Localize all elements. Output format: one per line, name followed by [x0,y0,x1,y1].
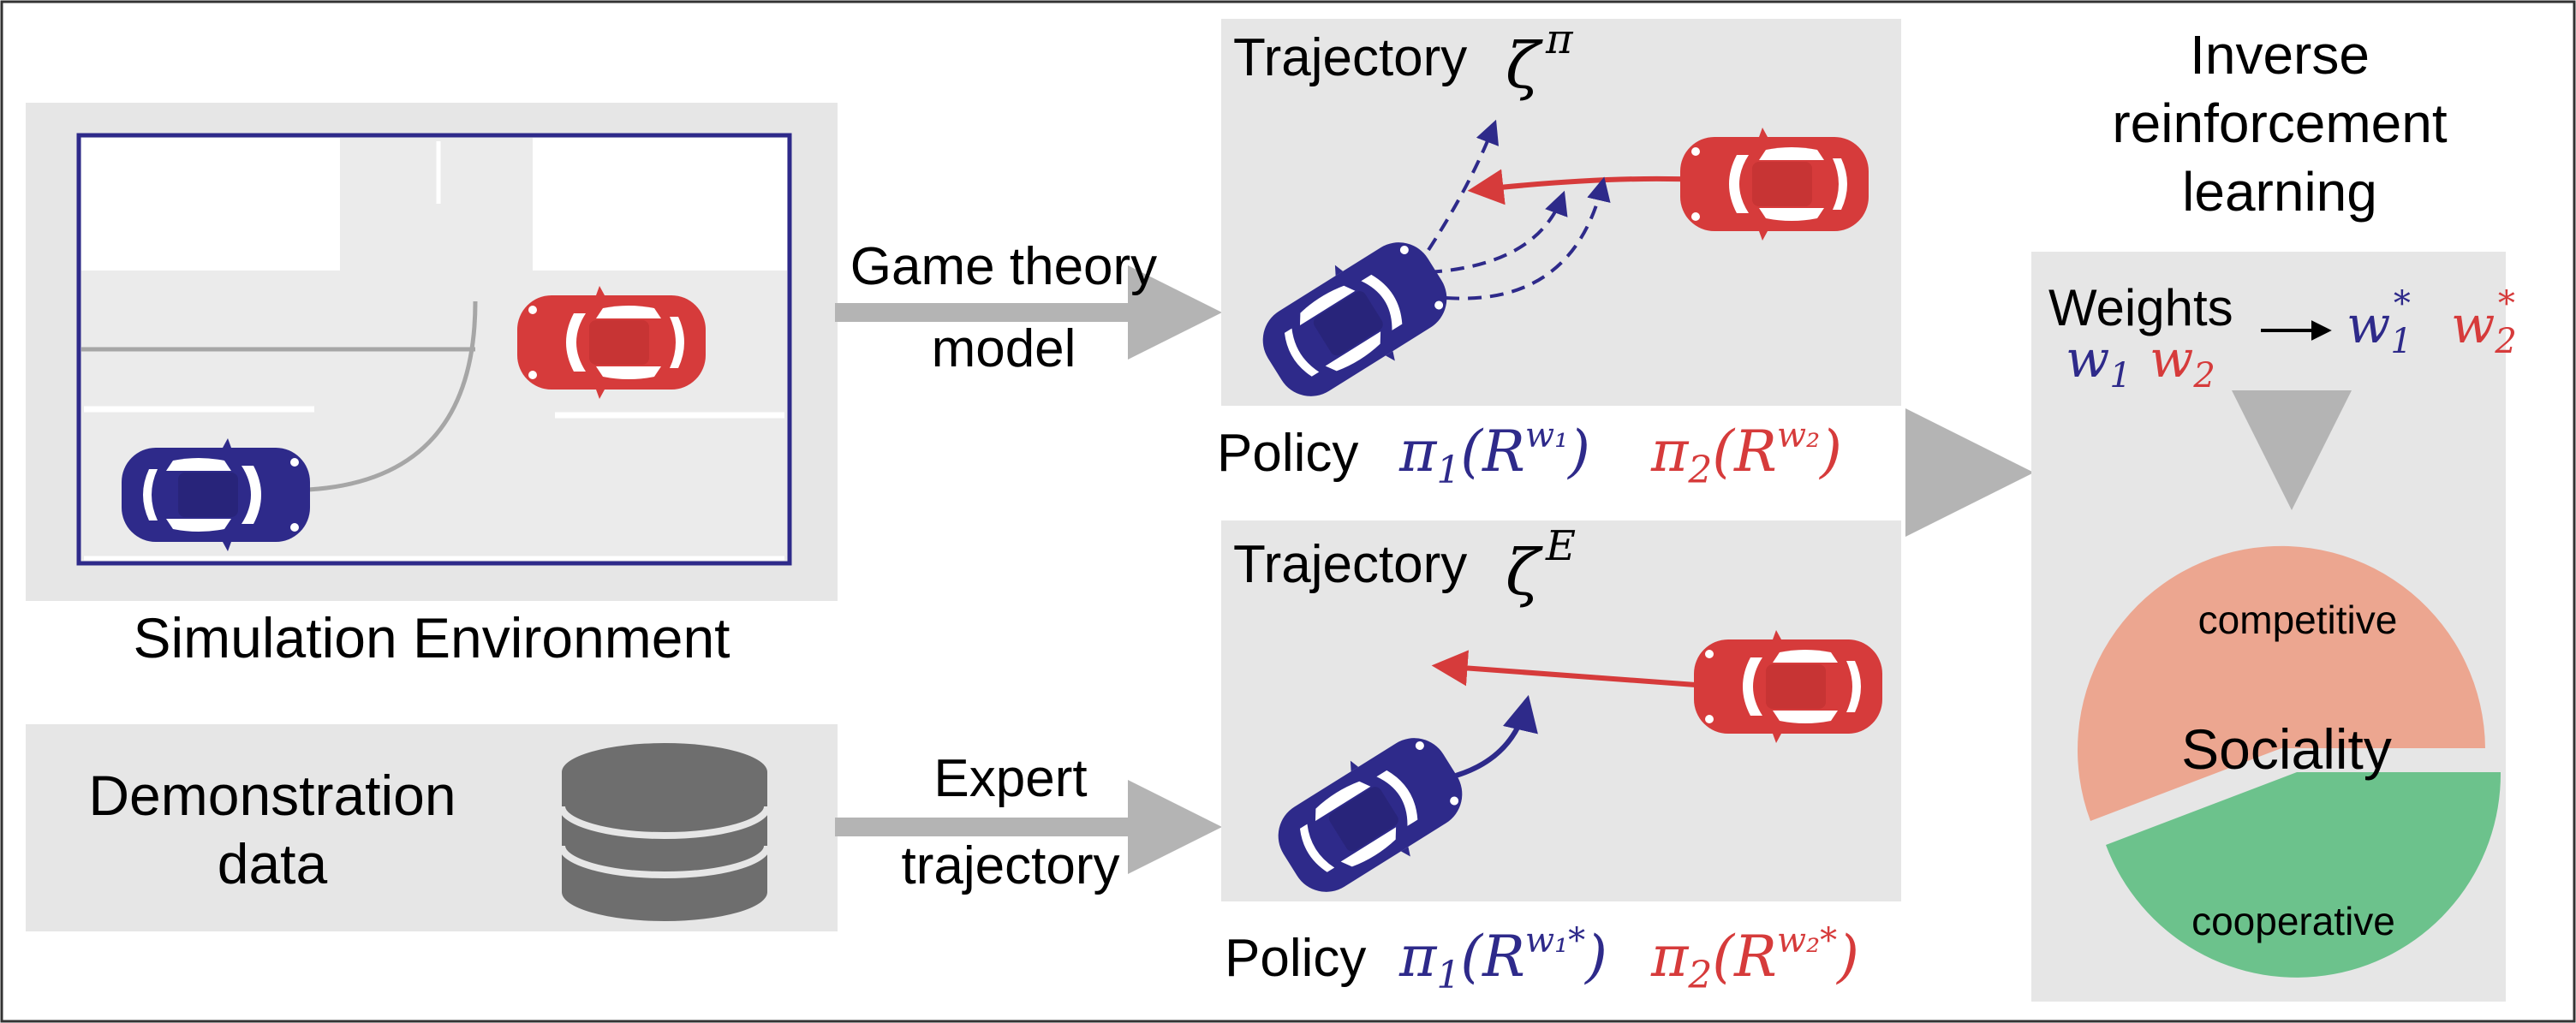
policy-label: Policy [1225,929,1366,988]
irl-title: learning [2182,161,2377,223]
building-block-left [81,138,340,271]
weight-w2-star: w2* [2451,284,2517,361]
reference-path [307,300,478,492]
demonstration-label: data [218,832,328,895]
red-trajectory-arrow [1431,650,1696,687]
simulation-caption: Simulation Environment [134,606,730,669]
trajectory-symbol: ζ [1506,536,1543,610]
trajectory-label: Trajectory [1233,535,1467,594]
policy-pi1: π1(Rw₁) [1398,416,1590,492]
weight-w1: w1 [2066,330,2132,396]
simulation-environment: Simulation Environment [26,103,838,669]
trajectory-symbol: ζ [1506,29,1543,103]
red-car-icon [517,286,706,399]
competitive-slice [2078,545,2485,821]
blue-car-icon [122,438,310,551]
blue-candidate-trajectory [1445,176,1611,300]
policy-pi2: π2(Rw₂*) [1650,921,1859,997]
weight-w2: w2 [2150,330,2215,396]
policy-label: Policy [1217,424,1358,483]
blue-candidate-trajectory [1428,190,1568,274]
trajectory-superscript: E [1545,522,1576,570]
weights-label: Weights [2048,279,2233,336]
red-car-icon [1694,630,1882,743]
database-icon [558,743,771,921]
game-theory-label: model [932,319,1076,378]
building-block-right [533,138,787,271]
cooperative-label: cooperative [2191,899,2395,943]
trajectory-label: Trajectory [1233,28,1467,87]
irl-title: reinforcement [2112,92,2448,154]
red-car-icon [1680,128,1869,241]
irl-title: Inverse [2190,24,2370,86]
competitive-label: competitive [2198,598,2398,642]
weight-w1-star: w1* [2346,284,2412,361]
trajectory-superscript: π [1545,15,1574,63]
demonstration-data: Demonstration data [26,724,838,931]
expert-label: trajectory [902,836,1120,895]
expert-label: Expert [933,749,1087,808]
game-theory-label: Game theory [850,237,1157,296]
irl-section: Inverse reinforcement learning Weights w… [2031,24,2517,1002]
policy-pi2: π2(Rw₂) [1650,416,1842,492]
policy-row-game: Policy π1(Rw₁) π2(Rw₂) [1217,416,1842,492]
policy-pi1: π1(Rw₁*) [1398,921,1607,997]
trajectory-panel-expert: Trajectory ζ E [1221,520,1901,913]
trajectory-panel-game: Trajectory ζ π [1221,15,1901,418]
blue-trajectory-arrow [1455,694,1538,778]
sociality-label: Sociality [2181,717,2392,781]
demonstration-label: Demonstration [88,764,456,827]
policy-row-expert: Policy π1(Rw₁*) π2(Rw₂*) [1225,921,1859,997]
blue-candidate-trajectory [1427,119,1499,252]
cooperative-slice [2106,772,2501,978]
